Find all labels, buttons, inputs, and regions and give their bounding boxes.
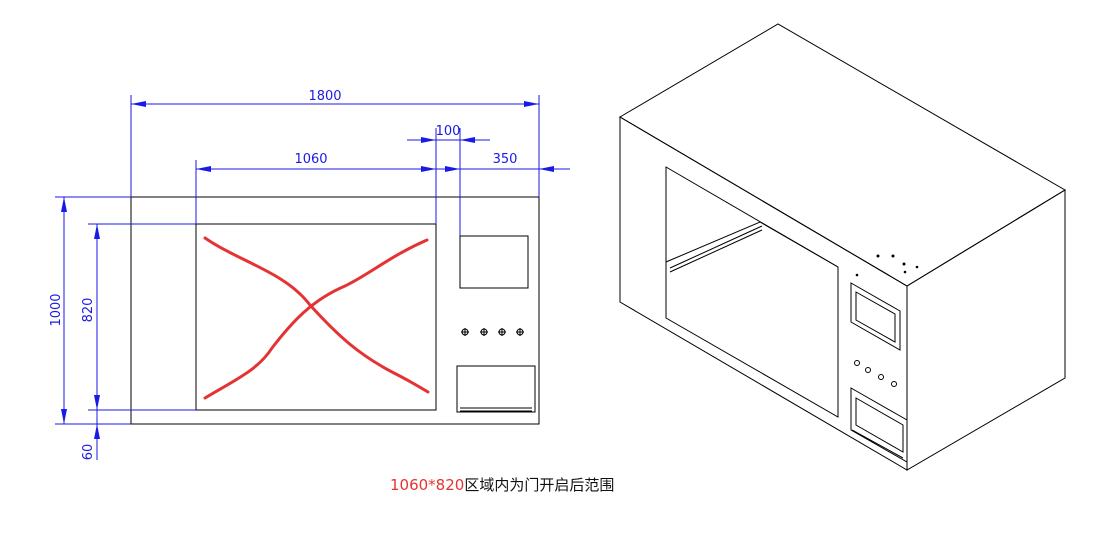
button-row xyxy=(461,328,524,336)
button-icon-2 xyxy=(480,328,488,336)
button-icon-1 xyxy=(461,328,469,336)
isometric-view xyxy=(619,23,1066,471)
dim-bottom: 60 xyxy=(81,395,100,460)
iso-control-window xyxy=(850,282,901,351)
control-panel-window xyxy=(459,235,529,289)
iso-top-face xyxy=(619,23,1066,287)
iso-interior-rail-2 xyxy=(669,229,763,273)
caption-highlight: 1060*820 xyxy=(390,476,465,494)
iso-side-face xyxy=(906,189,1066,471)
iso-button-icon-1 xyxy=(854,360,860,366)
dim-label-100: 100 xyxy=(436,124,461,139)
dim-label-1000: 1000 xyxy=(49,293,64,326)
dim-total-width: 1800 xyxy=(130,89,540,197)
caption: 1060*820区域内为门开启后范围 xyxy=(390,474,614,495)
dim-door-height: 820 xyxy=(81,223,196,411)
iso-drawer-inner xyxy=(855,397,904,453)
iso-button-row xyxy=(854,360,897,387)
dim-label-350: 350 xyxy=(493,152,518,167)
dim-gap: 100 xyxy=(407,124,490,236)
lower-drawer-outline xyxy=(456,365,536,413)
red-x-mark xyxy=(203,236,430,400)
iso-front-face xyxy=(619,116,908,471)
dim-label-820: 820 xyxy=(81,298,96,323)
iso-drawer-outline xyxy=(850,387,908,463)
iso-button-icon-2 xyxy=(865,367,871,373)
dim-right-section: 350 xyxy=(436,152,570,172)
dim-label-1060: 1060 xyxy=(294,152,327,167)
front-outer-outline xyxy=(130,196,540,425)
dim-door-width: 1060 xyxy=(195,128,437,224)
iso-control-window-inner xyxy=(855,291,896,343)
dim-label-60: 60 xyxy=(81,444,96,461)
button-icon-4 xyxy=(516,328,524,336)
button-icon-3 xyxy=(498,328,506,336)
iso-interior-edge xyxy=(665,221,839,268)
iso-drawer-lip xyxy=(851,429,904,459)
dim-label-1800: 1800 xyxy=(308,89,341,104)
dim-total-height: 1000 xyxy=(49,196,131,425)
door-opening-outline xyxy=(195,223,437,411)
front-view: 1800 1060 100 350 xyxy=(49,89,570,460)
iso-button-icon-4 xyxy=(891,381,897,387)
caption-text: 区域内为门开启后范围 xyxy=(464,476,615,494)
iso-interior-rail xyxy=(669,225,763,269)
iso-top-holes xyxy=(855,254,919,277)
iso-button-icon-3 xyxy=(878,374,884,380)
